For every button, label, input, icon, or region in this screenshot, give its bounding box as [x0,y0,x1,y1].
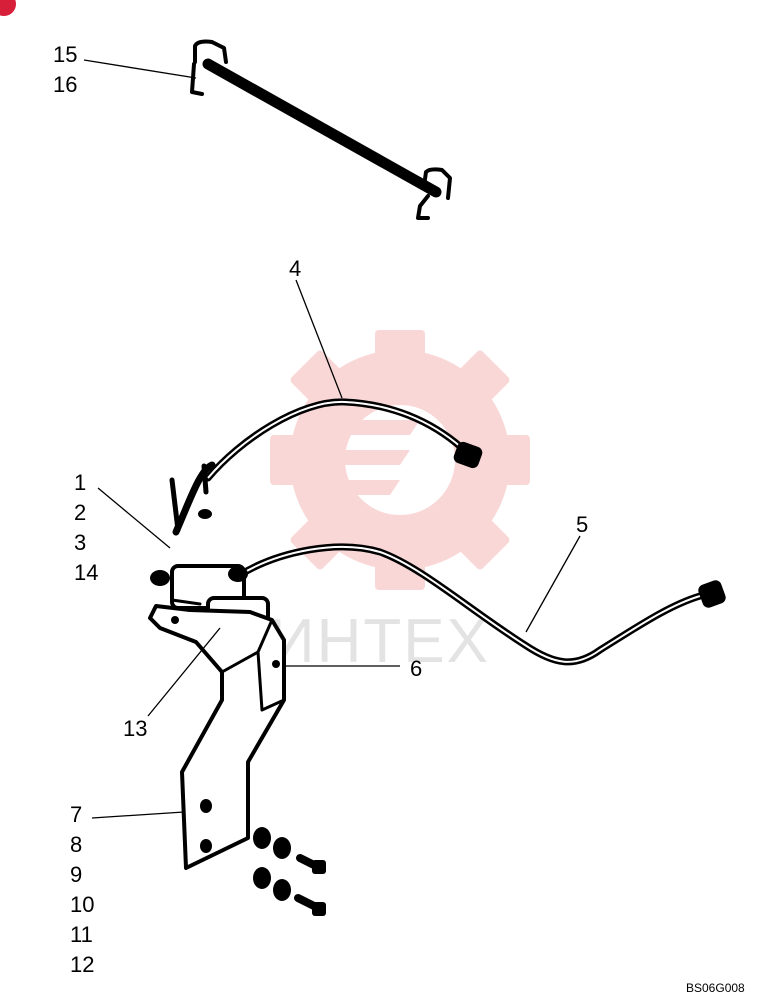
callout-6: 6 [410,656,422,681]
watermark-text: ИНТЕХ [270,607,490,676]
callout-7-12: 7 8 9 10 11 12 [70,802,94,977]
svg-text:13: 13 [123,716,147,741]
svg-text:12: 12 [70,952,94,977]
leader-line-7 [91,811,185,819]
callout-4: 4 [289,256,301,281]
hydraulic-line-5-part [234,543,726,666]
svg-text:6: 6 [410,656,422,681]
callout-13: 13 [123,716,147,741]
corner-badge-icon [0,0,16,16]
leader-line-1 [97,487,171,549]
svg-text:1: 1 [74,470,86,495]
svg-text:14: 14 [74,560,98,585]
svg-text:5: 5 [576,512,588,537]
mounting-bracket-part [148,604,286,870]
svg-text:8: 8 [70,832,82,857]
drawing-code: BS06G008 [686,981,745,995]
handle-bar-part [190,39,452,220]
svg-text:2: 2 [74,500,86,525]
leader-line-15 [83,59,197,79]
svg-text:3: 3 [74,530,86,555]
svg-text:9: 9 [70,862,82,887]
callout-15-16: 15 16 [53,42,77,97]
hydraulic-line-4-part [169,398,483,536]
svg-text:11: 11 [70,922,93,947]
callout-5: 5 [576,512,588,537]
svg-text:16: 16 [53,72,77,97]
leader-line-5 [525,535,581,633]
leader-line-13 [147,627,221,717]
svg-text:7: 7 [70,802,82,827]
callout-1-2-3-14: 1 2 3 14 [74,470,98,585]
leader-line-4 [295,279,343,399]
svg-text:4: 4 [289,256,301,281]
fastener-hardware-part [253,827,326,916]
svg-text:15: 15 [53,42,77,67]
svg-text:10: 10 [70,892,94,917]
